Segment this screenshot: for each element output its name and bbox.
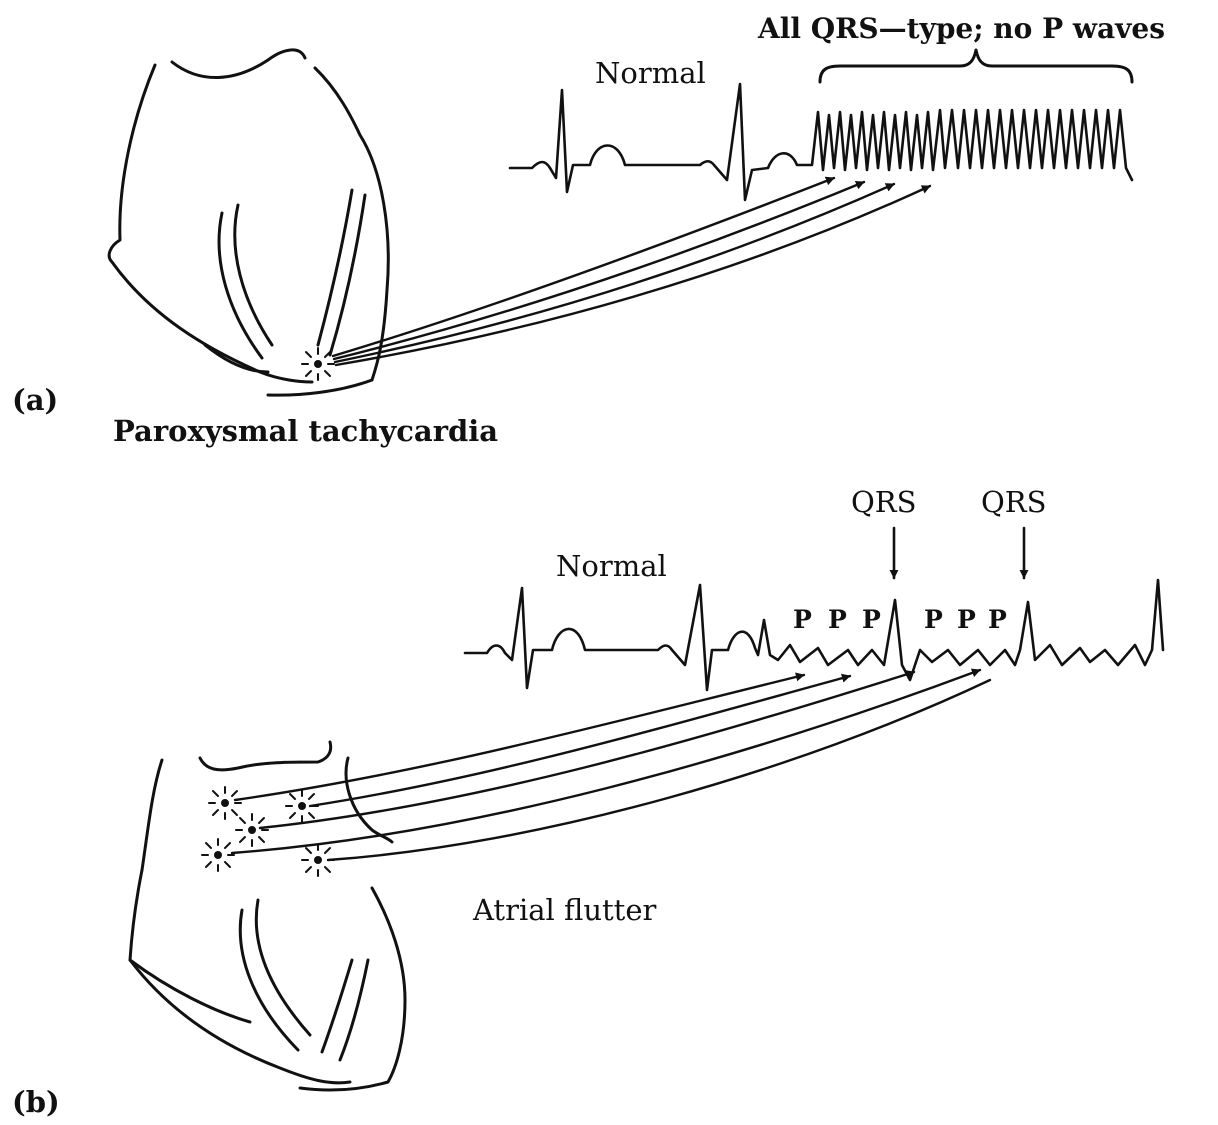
qrs-arrows-b [894, 528, 1024, 578]
panel-b: Normal QRS QRS P P P P P P Atrial flutte… [12, 485, 1163, 1119]
p-wave-label-3: P [862, 605, 881, 634]
p-wave-label-1: P [793, 605, 812, 634]
normal-label-b: Normal [556, 549, 667, 583]
qrs-label-b-2: QRS [981, 485, 1046, 519]
p-wave-label-2: P [828, 605, 847, 634]
ectopic-focus-b-4 [202, 839, 234, 871]
panel-a: Normal All QRS—type; no P waves (a) Paro… [12, 12, 1165, 448]
p-wave-label-5: P [957, 605, 976, 634]
ecg-trace-b [465, 580, 1163, 690]
caption-a: Paroxysmal tachycardia [113, 414, 498, 448]
ectopic-focus-a [302, 348, 334, 380]
panel-label-b: (b) [12, 1085, 60, 1119]
bracket-a [820, 50, 1132, 82]
ectopic-foci-b [202, 787, 334, 876]
normal-label-a: Normal [595, 56, 706, 90]
panel-label-a: (a) [12, 383, 58, 417]
ectopic-focus-b-3 [236, 814, 268, 846]
ectopic-focus-b-1 [209, 787, 241, 819]
p-wave-label-4: P [924, 605, 943, 634]
caption-b: Atrial flutter [472, 893, 656, 927]
p-wave-label-6: P [988, 605, 1007, 634]
heart-a-drawing [109, 50, 388, 395]
qrs-label-b-1: QRS [851, 485, 916, 519]
bracket-label-a: All QRS—type; no P waves [757, 12, 1165, 45]
conduction-arrows-a [333, 178, 930, 365]
